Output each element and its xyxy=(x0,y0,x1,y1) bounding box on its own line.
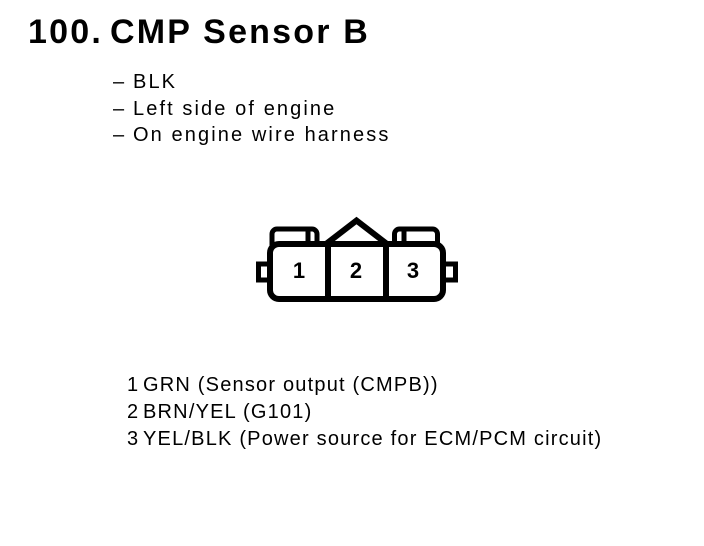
pin-3-label: 3 xyxy=(407,258,419,283)
pin-legend: 1 GRN (Sensor output (CMPB)) 2 BRN/YEL (… xyxy=(127,372,602,453)
connector-body xyxy=(267,241,446,302)
section-number: 100. xyxy=(28,13,103,51)
pin-2-label: 2 xyxy=(350,258,362,283)
legend-row: 2 BRN/YEL (G101) xyxy=(127,399,602,426)
legend-row: 1 GRN (Sensor output (CMPB)) xyxy=(127,372,602,399)
pin-1-label: 1 xyxy=(293,258,305,283)
legend-pin-number: 2 xyxy=(127,401,140,423)
connector-key-peak xyxy=(317,216,396,247)
section-heading: 100. CMP Sensor B xyxy=(28,15,370,49)
legend-wire-description: GRN (Sensor output (CMPB)) xyxy=(143,374,439,396)
dash-bullet: – xyxy=(113,97,127,120)
dash-bullet: – xyxy=(113,71,127,93)
connector-drawing: 1 2 3 xyxy=(256,216,458,302)
list-item: – On engine wire harness xyxy=(113,122,390,149)
sensor-details-list: – BLK – Left side of engine – On engine … xyxy=(113,69,390,149)
dash-bullet: – xyxy=(113,124,127,146)
legend-wire-description: YEL/BLK (Power source for ECM/PCM circui… xyxy=(143,428,603,450)
legend-row: 3 YEL/BLK (Power source for ECM/PCM circ… xyxy=(127,426,602,453)
detail-text: On engine wire harness xyxy=(133,124,391,146)
legend-pin-number: 1 xyxy=(127,374,140,396)
detail-text: Left side of engine xyxy=(133,97,337,120)
connector-diagram: 1 2 3 xyxy=(245,210,465,310)
legend-wire-description: BRN/YEL (G101) xyxy=(143,401,313,423)
legend-pin-number: 3 xyxy=(127,428,140,450)
list-item: – Left side of engine xyxy=(113,96,390,123)
page-title: CMP Sensor B xyxy=(110,13,371,51)
list-item: – BLK xyxy=(113,69,390,96)
detail-text: BLK xyxy=(133,71,178,93)
